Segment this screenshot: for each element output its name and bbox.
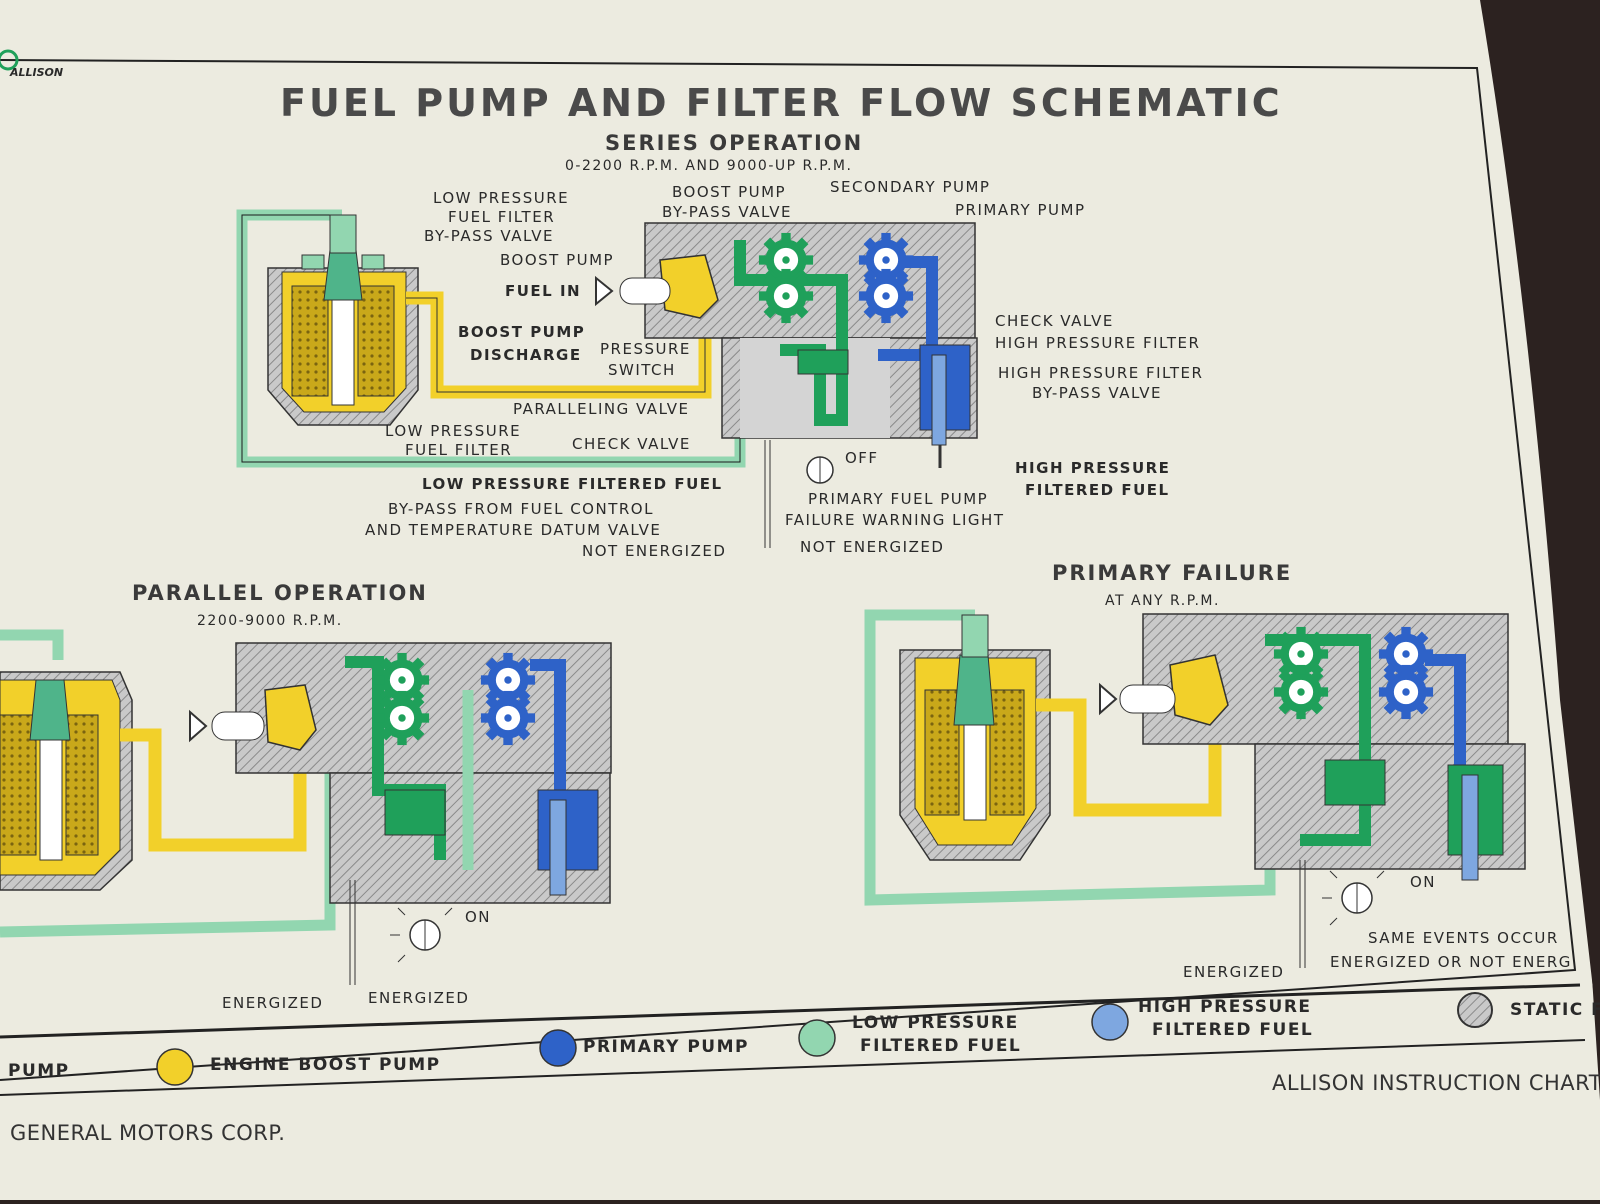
parallel-rpm: 2200-9000 R.P.M. <box>197 613 343 629</box>
page-frame <box>0 59 1577 1081</box>
legend-swatch-static <box>1457 992 1493 1028</box>
failure-diagram <box>864 609 1526 968</box>
label-hp-bypass: HIGH PRESSURE FILTER <box>998 364 1203 382</box>
legend-static: STATIC F <box>1510 1000 1600 1020</box>
legend-primary-pump: PRIMARY PUMP <box>583 1037 749 1057</box>
series-diagram <box>236 209 978 548</box>
label-warning-light: PRIMARY FUEL PUMP <box>808 490 988 508</box>
failure-heading: PRIMARY FAILURE <box>1052 561 1292 585</box>
legend-low-pressure: LOW PRESSURE <box>852 1013 1019 1033</box>
footer-corp: GENERAL MOTORS CORP. <box>10 1121 285 1145</box>
label-lp-filter: LOW PRESSURE <box>385 422 521 440</box>
failure-rpm: AT ANY R.P.M. <box>1105 593 1220 609</box>
allison-logo: ALLISON <box>0 49 63 79</box>
label-warning-light: FAILURE WARNING LIGHT <box>785 511 1005 529</box>
legend-high-pressure: FILTERED FUEL <box>1152 1020 1313 1040</box>
label-lp-bypass: FUEL FILTER <box>448 208 555 226</box>
label-boost-discharge: BOOST PUMP <box>458 323 585 341</box>
label-pressure-switch: PRESSURE <box>600 340 691 358</box>
label-not-energized: NOT ENERGIZED <box>800 538 944 556</box>
parallel-diagram <box>0 629 612 985</box>
legend-pump: PUMP <box>8 1061 70 1081</box>
legend-swatch-low-pressure <box>798 1019 836 1057</box>
label-hp-filtered-fuel: HIGH PRESSURE <box>1015 459 1170 477</box>
label-hp-filter: HIGH PRESSURE FILTER <box>995 334 1200 352</box>
paper-curl-shadow <box>1480 0 1600 1050</box>
legend-engine-boost: ENGINE BOOST PUMP <box>210 1055 441 1075</box>
label-secondary-pump: SECONDARY PUMP <box>830 178 990 196</box>
footer-chart: ALLISON INSTRUCTION CHART N <box>1272 1071 1600 1095</box>
legend-high-pressure: HIGH PRESSURE <box>1138 997 1312 1017</box>
svg-text:ALLISON: ALLISON <box>9 66 63 79</box>
label-bypass-control: AND TEMPERATURE DATUM VALVE <box>365 521 661 539</box>
legend-bottom-rule <box>0 1039 1586 1096</box>
failure-energized: ENERGIZED <box>1183 963 1284 981</box>
parallel-energized-left: ENERGIZED <box>222 994 323 1012</box>
parallel-heading: PARALLEL OPERATION <box>132 581 428 605</box>
label-boost-bypass: BY-PASS VALVE <box>662 203 792 221</box>
label-boost-discharge: DISCHARGE <box>470 346 582 364</box>
label-pressure-switch: SWITCH <box>608 361 676 379</box>
label-off: OFF <box>845 449 879 467</box>
legend-swatch-boost <box>156 1048 194 1086</box>
label-bypass-control: BY-PASS FROM FUEL CONTROL <box>388 500 654 518</box>
legend-swatch-primary <box>539 1029 577 1067</box>
legend-top-rule <box>0 983 1581 1039</box>
failure-on: ON <box>1410 873 1436 891</box>
label-hp-filtered-fuel: FILTERED FUEL <box>1025 481 1170 499</box>
label-lp-filtered-fuel: LOW PRESSURE FILTERED FUEL <box>422 475 723 493</box>
parallel-on: ON <box>465 908 491 926</box>
label-lp-filter: FUEL FILTER <box>405 441 512 459</box>
failure-same-events: SAME EVENTS OCCUR <box>1368 929 1559 947</box>
series-rpm: 0-2200 R.P.M. AND 9000-UP R.P.M. <box>565 158 852 174</box>
label-hp-bypass: BY-PASS VALVE <box>1032 384 1162 402</box>
label-lp-bypass: LOW PRESSURE <box>433 189 569 207</box>
main-title: FUEL PUMP AND FILTER FLOW SCHEMATIC <box>280 81 1283 125</box>
label-not-energized: NOT ENERGIZED <box>582 542 726 560</box>
legend-low-pressure: FILTERED FUEL <box>860 1036 1021 1056</box>
label-check-valve: CHECK VALVE <box>572 435 691 453</box>
legend-swatch-high-pressure <box>1091 1003 1129 1041</box>
series-labels: LOW PRESSURE FUEL FILTER BY-PASS VALVE B… <box>365 178 1203 560</box>
label-primary-pump: PRIMARY PUMP <box>955 201 1086 219</box>
label-lp-bypass: BY-PASS VALVE <box>424 227 554 245</box>
label-paralleling-valve: PARALLELING VALVE <box>513 400 690 418</box>
label-boost-bypass: BOOST PUMP <box>672 183 786 201</box>
label-check-valve: CHECK VALVE <box>995 312 1114 330</box>
failure-energized-or-not: ENERGIZED OR NOT ENERG <box>1330 953 1572 971</box>
label-fuel-in: FUEL IN <box>505 282 581 300</box>
series-heading: SERIES OPERATION <box>605 131 863 155</box>
parallel-energized-right: ENERGIZED <box>368 989 469 1007</box>
legend: PUMP ENGINE BOOST PUMP PRIMARY PUMP LOW … <box>8 992 1600 1086</box>
label-boost-pump: BOOST PUMP <box>500 251 614 269</box>
